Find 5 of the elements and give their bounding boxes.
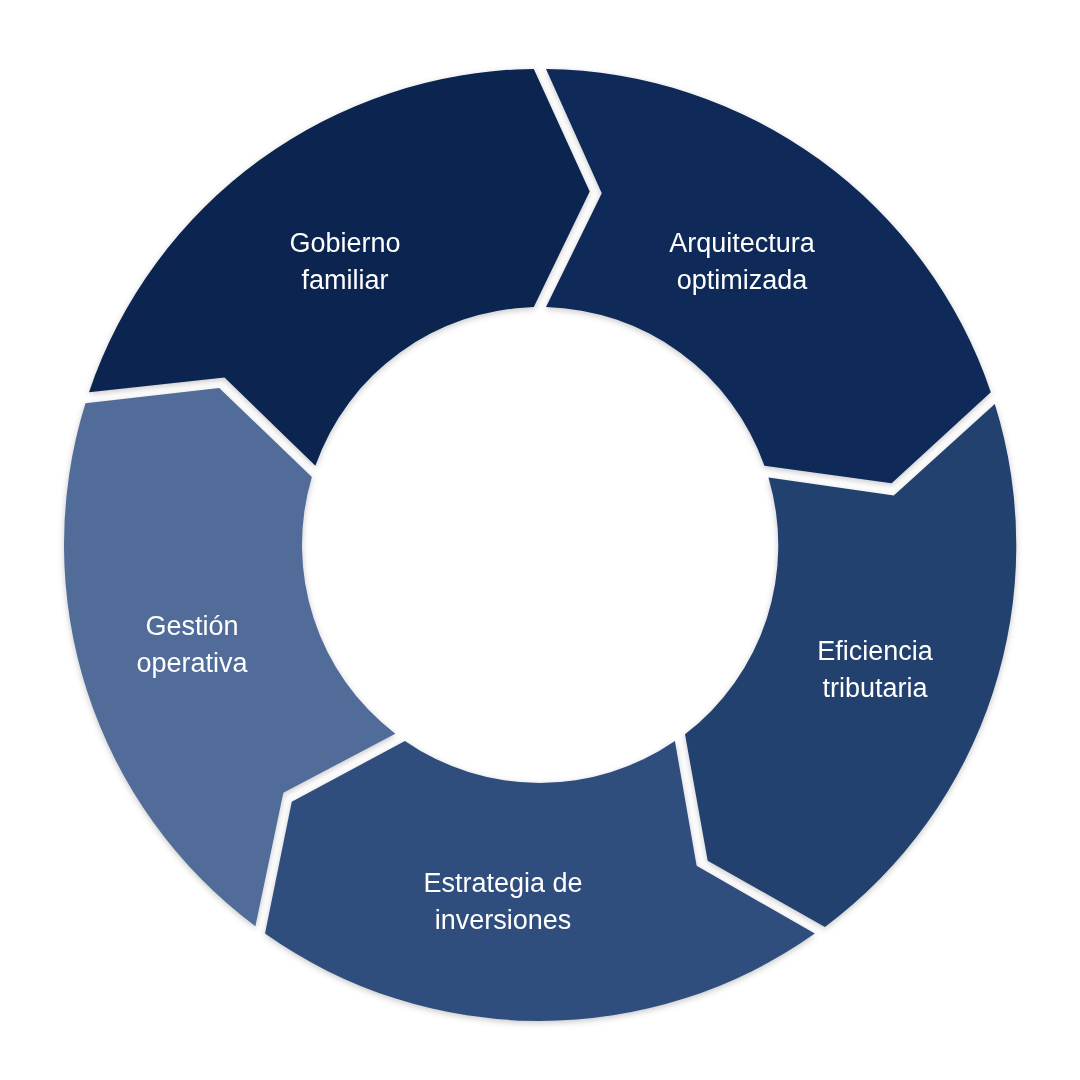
segment-label: Estrategia de inversiones	[422, 866, 584, 937]
segment-label: Eficiencia tributaria	[816, 634, 934, 705]
segment-label: Gobierno familiar	[288, 226, 402, 297]
segment-label: Gestión operativa	[135, 609, 249, 680]
segment-label: Arquitectura optimizada	[668, 226, 816, 297]
